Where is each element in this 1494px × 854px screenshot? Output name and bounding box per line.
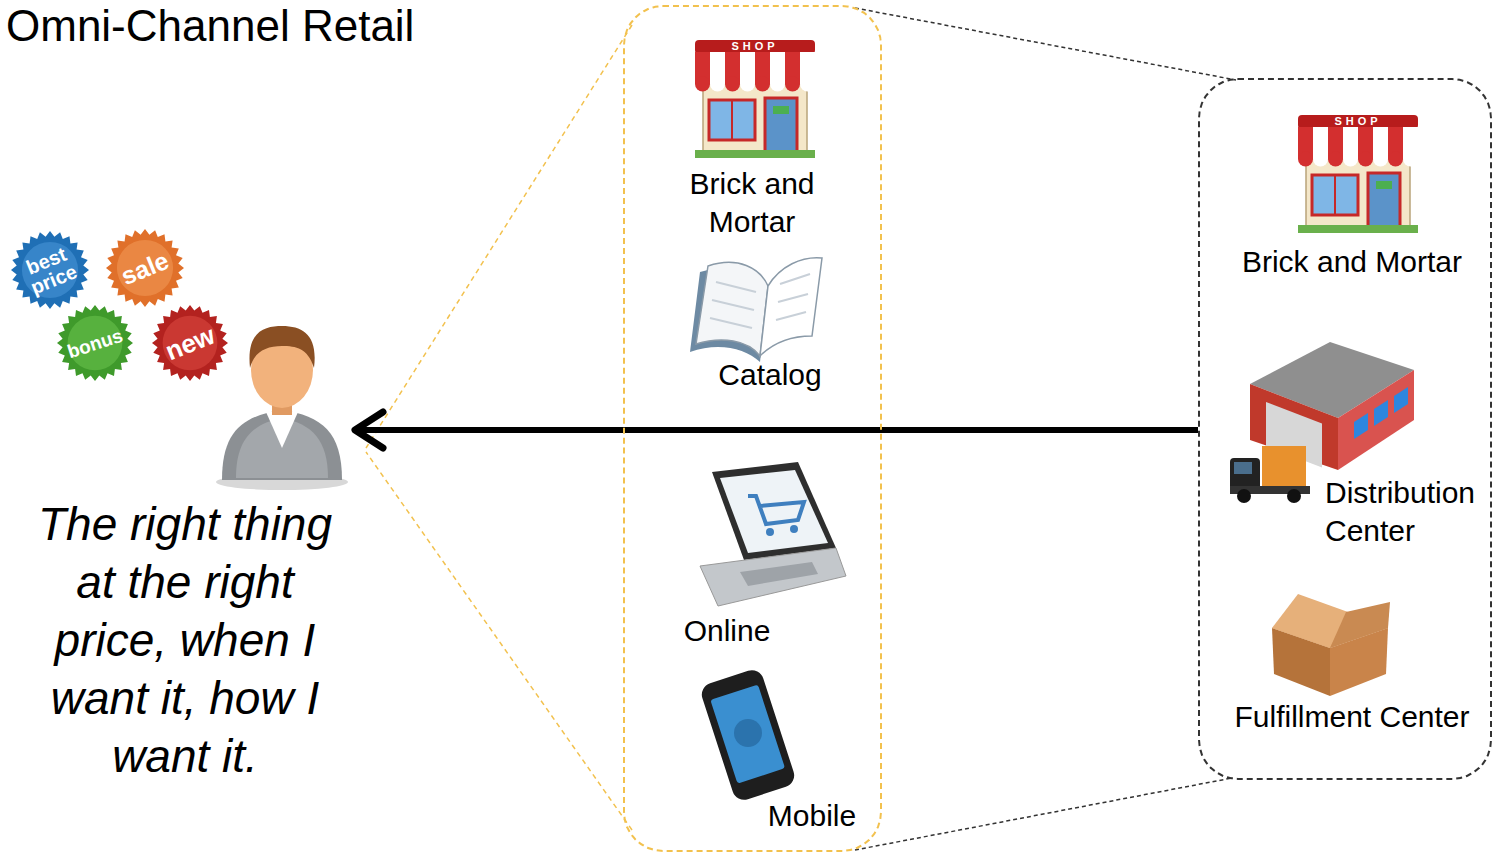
- customer: The right thing at the right price, when…: [15, 315, 355, 789]
- catalog-icon: [776, 312, 806, 320]
- catalog-icon: [780, 274, 810, 284]
- catalog-icon: [778, 294, 808, 302]
- channel-item-label: Catalog: [680, 356, 860, 394]
- fulfillment-panel: Brick and MortarDistribution CenterFulfi…: [1198, 78, 1492, 780]
- channel-item: Online: [662, 462, 862, 657]
- facility-item-label: Fulfillment Center: [1218, 698, 1486, 736]
- laptop-icon: [700, 462, 846, 606]
- phone-icon: [734, 719, 762, 747]
- laptop-icon: [740, 562, 818, 586]
- catalog-icon: [712, 300, 754, 310]
- channel-item-label: Mobile: [742, 797, 882, 835]
- badge-text: best price: [10, 238, 90, 301]
- laptop-icon: [712, 462, 836, 560]
- distribution-center-icon: [1394, 387, 1408, 413]
- laptop-icon: [700, 548, 846, 606]
- distribution-center-icon: [1338, 370, 1414, 470]
- badge: [106, 229, 184, 307]
- channel-item: Mobile: [682, 667, 882, 847]
- badge: [11, 229, 228, 381]
- customer-label: The right thing at the right price, when…: [15, 495, 355, 785]
- illustration: [366, 452, 632, 830]
- customer-figure: [266, 412, 298, 448]
- arrow-line: [355, 427, 1198, 433]
- distribution-center-icon: [1237, 489, 1251, 503]
- arrow-connector: [355, 412, 1198, 448]
- facility-item: Brick and Mortar: [1214, 107, 1490, 287]
- badge: [57, 305, 133, 381]
- facility-item-label: Brick and Mortar: [1218, 243, 1486, 281]
- fulfillment-boxes-icon: [1330, 602, 1390, 648]
- facility-item-label: Distribution Center: [1325, 474, 1491, 550]
- sign-text: SHOP: [710, 41, 800, 52]
- laptop-icon: [720, 470, 828, 553]
- facility-item: Fulfillment Center: [1214, 582, 1490, 752]
- distribution-center-icon: [1287, 489, 1301, 503]
- customer-figure: [216, 326, 348, 490]
- laptop-icon: [748, 496, 804, 524]
- distribution-center-icon: [1230, 458, 1260, 490]
- channel-item: Brick and Mortar: [652, 37, 852, 252]
- sign-text: SHOP: [1313, 116, 1403, 127]
- badge: [152, 305, 228, 381]
- fulfillment-boxes-icon: [1272, 594, 1390, 696]
- illustration: [1298, 115, 1418, 233]
- title: Omni-Channel Retail: [6, 2, 414, 50]
- customer-figure: [222, 410, 342, 480]
- distribution-center-icon: [1262, 446, 1306, 486]
- illustration: [855, 778, 1232, 850]
- catalog-icon: [696, 262, 768, 356]
- badge: [11, 231, 89, 309]
- illustration: [695, 40, 815, 158]
- phone-icon: [710, 684, 785, 783]
- phone-icon: [699, 667, 798, 803]
- channel-panel: Brick and MortarCatalogOnlineMobile: [623, 5, 882, 852]
- distribution-center-icon: [1234, 462, 1252, 474]
- catalog-icon: [760, 258, 822, 356]
- catalog-icon: [690, 258, 822, 362]
- catalog-icon: [716, 282, 756, 292]
- channel-item-label: Online: [662, 612, 792, 650]
- laptop-icon: [790, 525, 798, 533]
- illustration: [855, 8, 1236, 80]
- laptop-icon: [766, 528, 774, 536]
- phone-icon: [699, 667, 798, 803]
- customer-figure: [249, 326, 314, 368]
- distribution-center-icon: [1354, 413, 1368, 439]
- channel-item: Catalog: [662, 252, 842, 412]
- arrow-head: [355, 412, 383, 448]
- distribution-center-icon: [1374, 400, 1388, 426]
- channel-item-label: Brick and Mortar: [667, 165, 837, 241]
- facility-item: Distribution Center: [1214, 332, 1492, 557]
- catalog-icon: [710, 318, 752, 328]
- illustration: [366, 25, 632, 448]
